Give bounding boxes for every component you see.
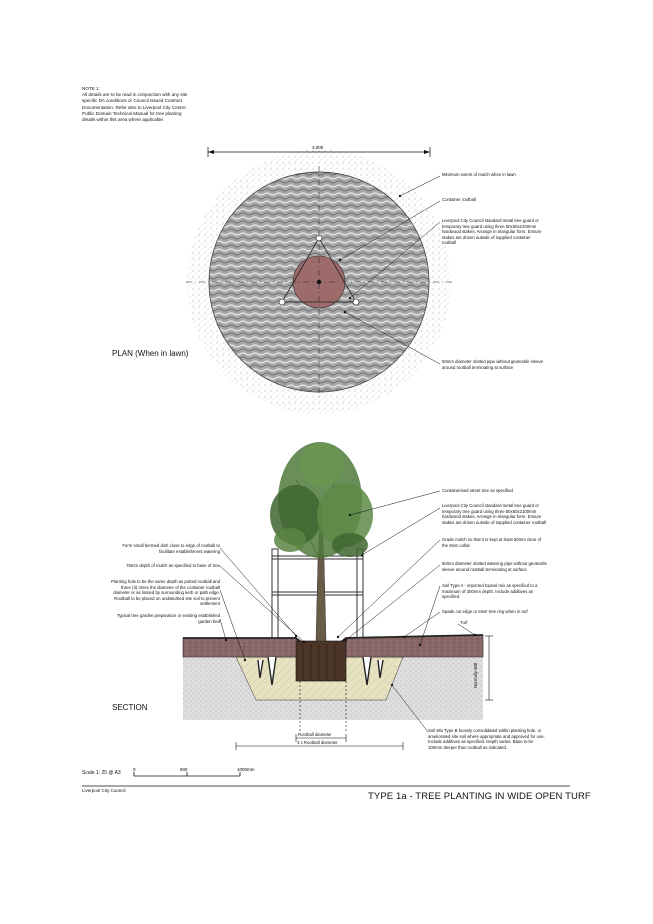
section-annotation-planting-hole: Planting hole to be the same depth as po… <box>111 579 220 607</box>
council-name: Liverpool City Council <box>82 788 126 793</box>
section-annotation-bermed-dish: Form small bermed dish close to edge of … <box>122 543 220 554</box>
scale-tick-1000: 1000mm <box>237 767 255 772</box>
plan-annotation-guard: Liverpool City Council standard metal tr… <box>442 218 542 246</box>
dim-three-rootball-text: 3 x Rootball diameter <box>297 740 338 745</box>
note-line: Public Domain Technical Manual for tree … <box>82 110 182 116</box>
plan-annotation-pipe: 50mm diameter slotted pipe without geote… <box>442 359 544 370</box>
note-heading: NOTE 1: <box>82 86 100 91</box>
note-line: details within this area where applicabl… <box>82 117 165 123</box>
scale-tick-0: 0 <box>133 767 136 772</box>
section-annotation-watering-pipe: 50mm diameter slotted watering pipe with… <box>442 561 547 572</box>
section-label: SECTION <box>112 703 148 712</box>
tree-canopy <box>270 442 373 558</box>
section-annotation-mulch-grade: Grade mulch so that it is kept at least … <box>442 537 542 548</box>
dim-rootball-text: Rootball diameter <box>298 732 332 737</box>
rootball <box>295 640 347 682</box>
plan-annotation-rootball: Container rootball <box>442 197 476 202</box>
section-annotation-tree: Containerised street tree as specified <box>442 488 513 493</box>
section-annotation-guard: Liverpool City Council standard metal tr… <box>442 503 546 525</box>
section-annotation-turf: Turf <box>460 620 468 625</box>
section-annotation-edge: Spade cut edge or steel tree ring when i… <box>442 609 528 614</box>
scale-bar <box>133 772 241 777</box>
section-view <box>182 442 493 750</box>
section-annotation-soil-a: Soil Type A - imported topsoil mix as sp… <box>442 583 538 600</box>
drawing-title: TYPE 1a - TREE PLANTING IN WIDE OPEN TUR… <box>368 791 591 802</box>
scale-tick-500: 500 <box>180 767 188 772</box>
scale-label: Scale 1: 25 @ A3 <box>82 770 121 776</box>
plan-view <box>186 147 452 414</box>
note-block: NOTE 1: All details are to be read in co… <box>82 86 232 123</box>
note-line: All details are to be read in conjunctio… <box>82 92 188 98</box>
stake-marker <box>352 298 360 306</box>
section-annotation-mulch-depth: 75mm depth of mulch as specified to base… <box>126 563 220 568</box>
note-line: Documentation. Refer also to Liverpool C… <box>82 104 186 110</box>
depth-dimension-text: Normally 600 <box>473 662 478 688</box>
plan-label: PLAN (When in lawn) <box>112 349 189 358</box>
plan-dimension-text: 3,000 <box>312 145 324 150</box>
section-annotation-soil-b: Soil Mix Type B loosely consolidated wit… <box>428 728 545 750</box>
note-line: specific DA conditions or Council Issued… <box>82 98 183 104</box>
stake-marker <box>278 298 286 306</box>
section-annotation-garden-bed: Typical tree garden preparation or exist… <box>116 613 220 624</box>
plan-annotation-mulch: Minimum extent of mulch when in lawn <box>442 172 516 177</box>
